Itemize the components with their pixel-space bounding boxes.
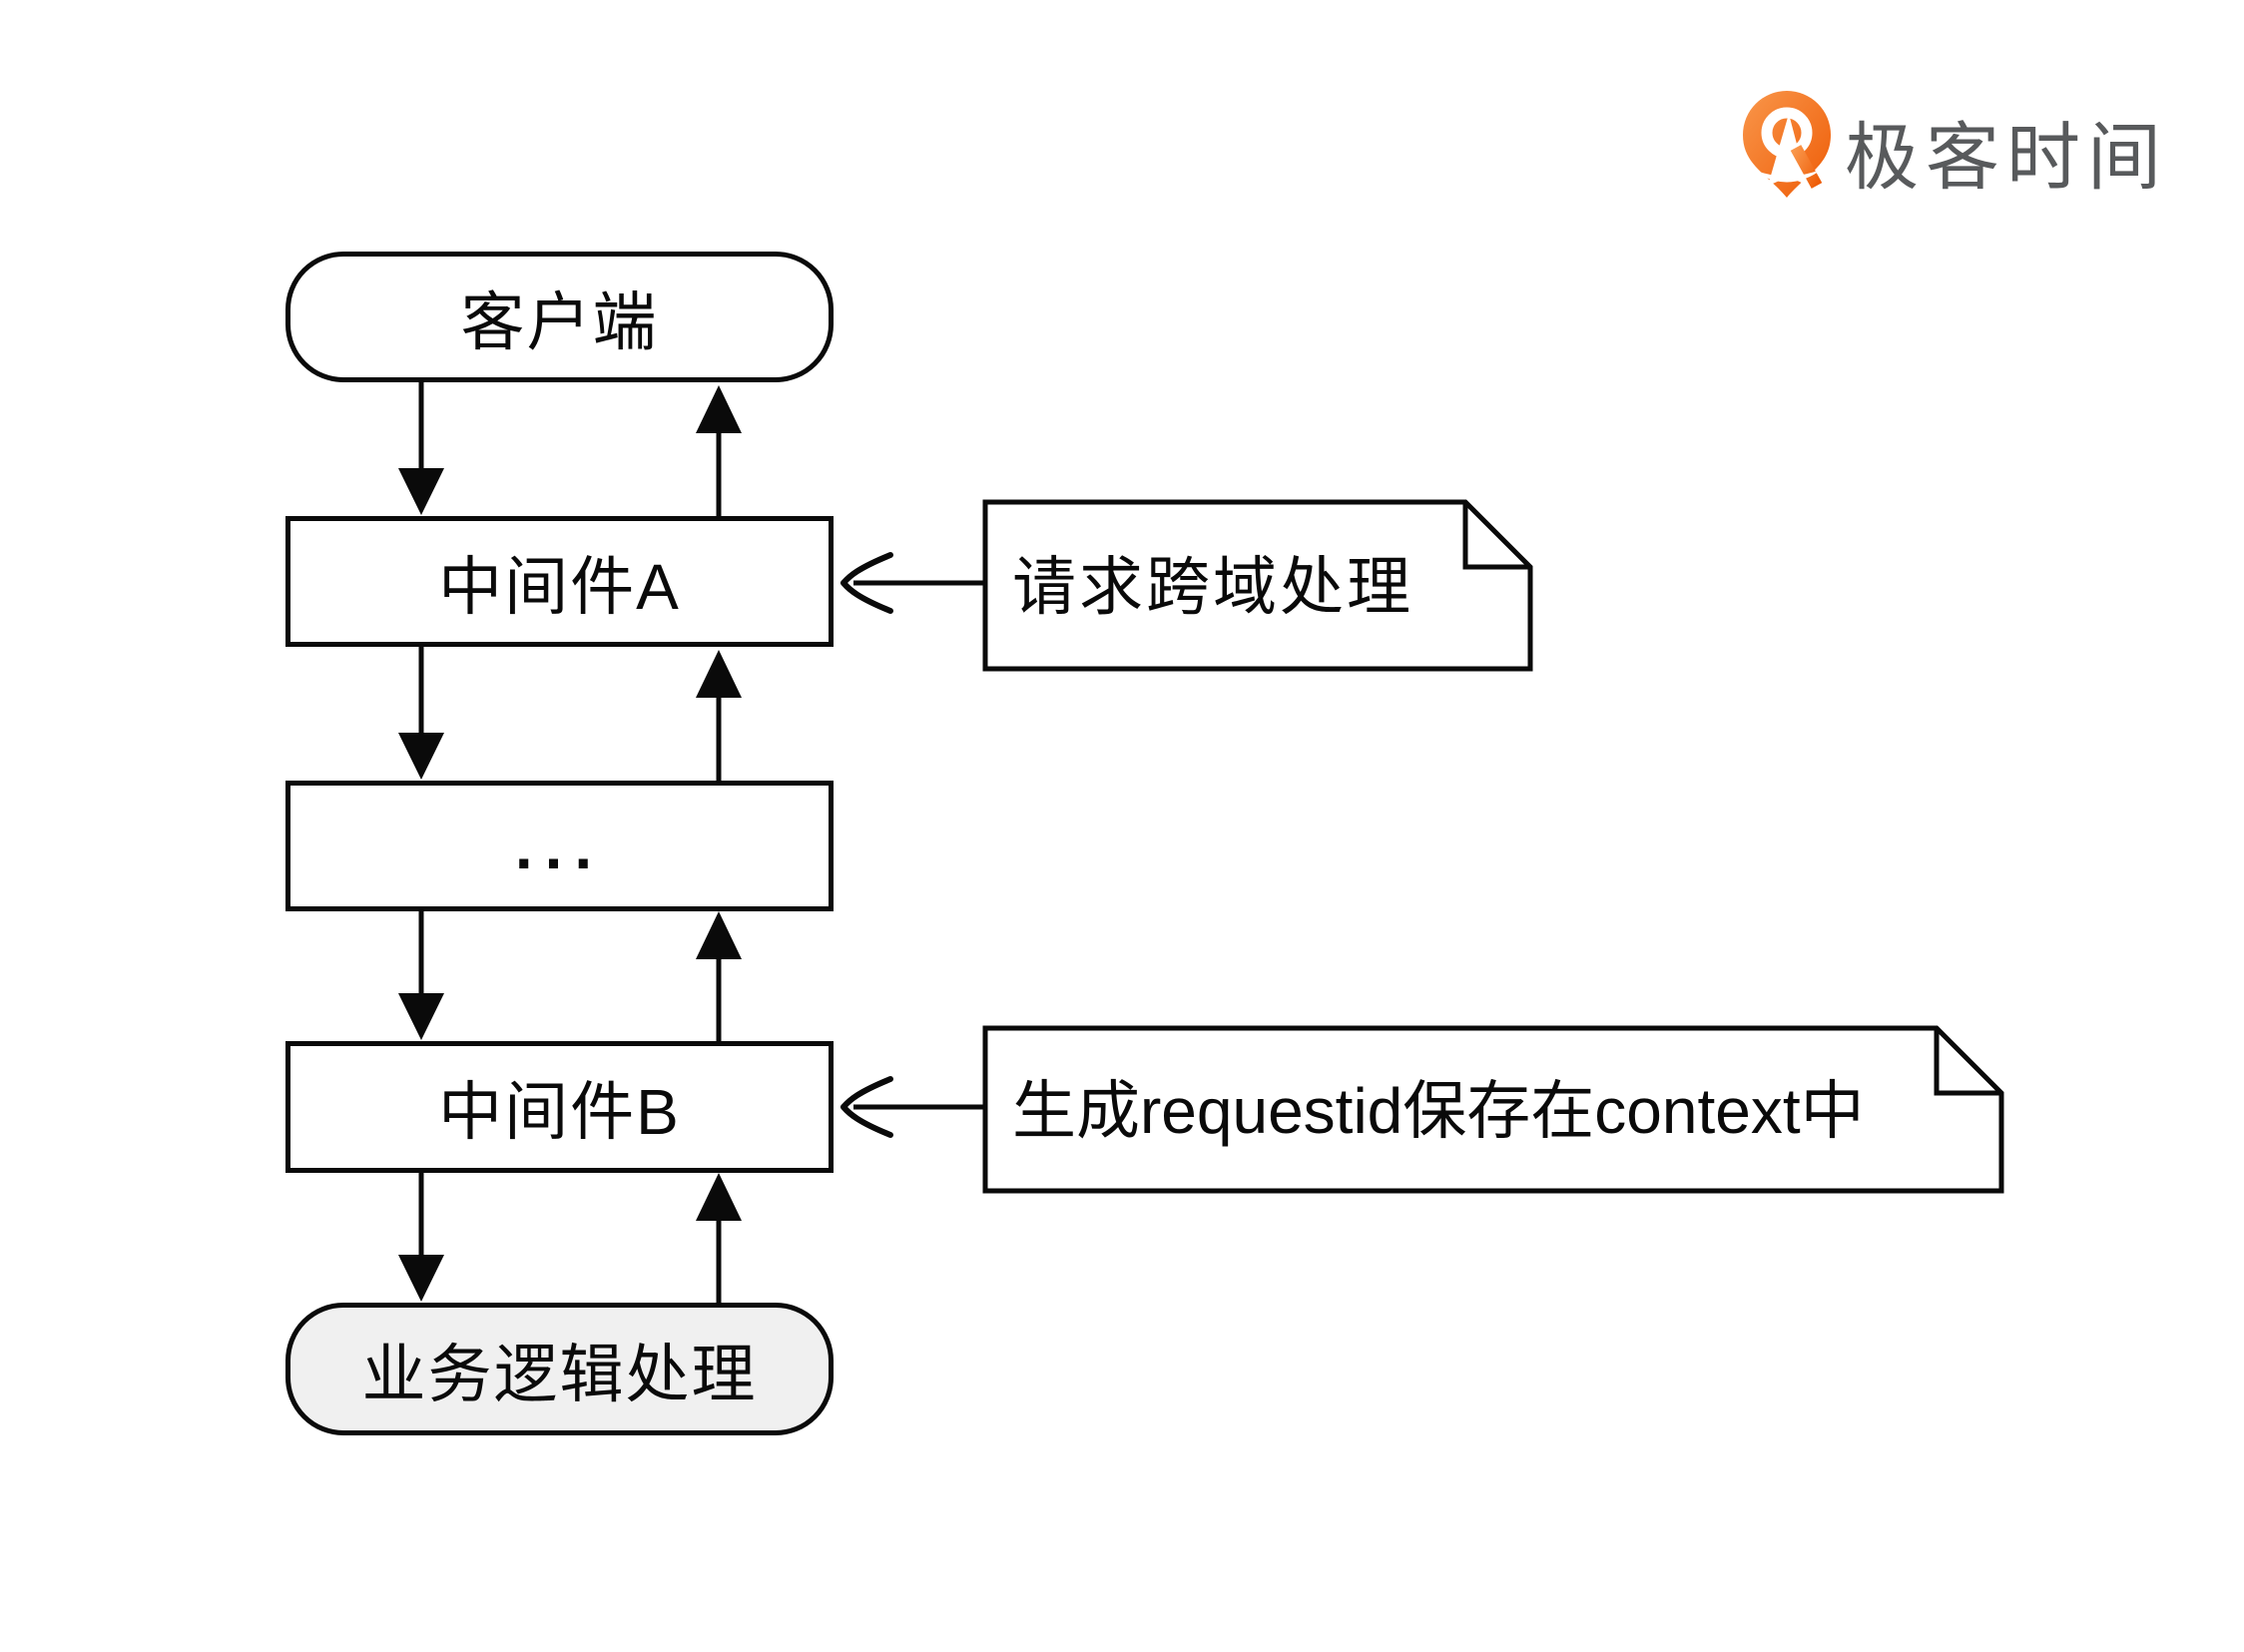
node-business-logic-label: 业务逻辑处理 xyxy=(361,1338,758,1410)
geektime-logo-text: 极客时间 xyxy=(1845,116,2168,199)
node-client: 客户端 xyxy=(285,252,834,382)
down-arrow-client-to-a xyxy=(398,382,444,515)
up-arrow-business-to-b xyxy=(696,1173,742,1303)
up-arrow-ellipsis-to-a xyxy=(696,650,742,781)
note-requestid-connector xyxy=(841,1076,985,1138)
node-ellipsis: ... xyxy=(285,781,834,911)
note-requestid-text: 生成requestid保存在context中 xyxy=(1012,1074,1865,1147)
up-arrow-a-to-client xyxy=(696,385,742,516)
node-middleware-b-label: 中间件B xyxy=(438,1076,681,1148)
node-business-logic: 业务逻辑处理 xyxy=(285,1303,834,1435)
down-arrow-ellipsis-to-b xyxy=(398,910,444,1040)
up-arrow-b-to-ellipsis xyxy=(696,911,742,1041)
down-arrow-b-to-business xyxy=(398,1173,444,1302)
note-requestid-shape xyxy=(982,1025,2004,1194)
note-cors-text: 请求跨域处理 xyxy=(1012,551,1413,623)
node-middleware-b: 中间件B xyxy=(285,1041,834,1173)
note-cors-shape xyxy=(982,499,1533,672)
node-middleware-a: 中间件A xyxy=(285,516,834,647)
node-client-label: 客户端 xyxy=(460,285,659,358)
down-arrow-a-to-ellipsis xyxy=(398,647,444,780)
node-ellipsis-label: ... xyxy=(514,810,605,882)
note-cors-connector xyxy=(841,552,985,614)
geektime-logo: 极客时间 xyxy=(1737,84,2161,204)
geektime-pin-icon xyxy=(1743,91,1831,198)
node-middleware-a-label: 中间件A xyxy=(438,550,681,623)
